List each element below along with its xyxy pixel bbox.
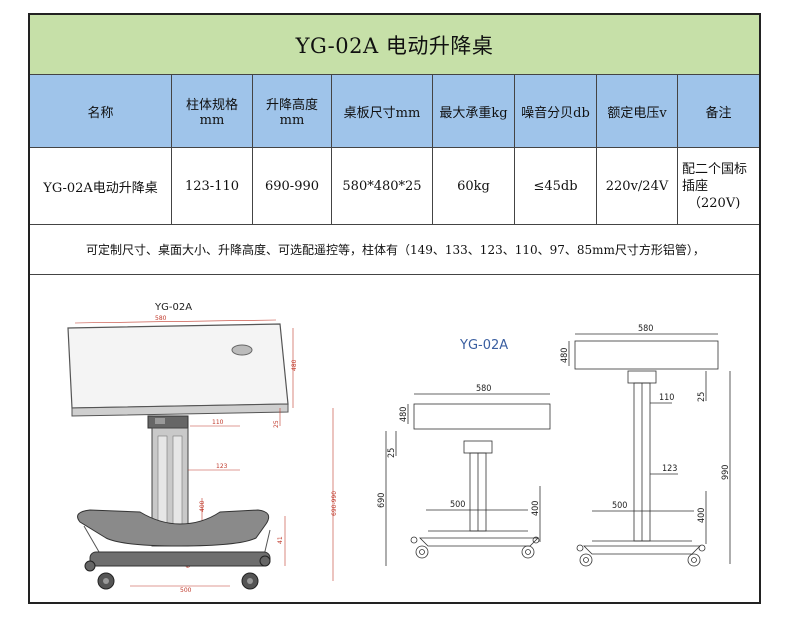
- svg-text:110: 110: [659, 393, 674, 403]
- front-view-high: 580 480 110 25 123 990 500 400: [560, 324, 731, 567]
- svg-text:480: 480: [291, 359, 298, 371]
- perspective-view: YG-02A 580 480 110: [67, 302, 338, 594]
- header-cell: 最大承重kg: [433, 75, 515, 147]
- svg-text:500: 500: [450, 500, 465, 510]
- perspective-label: YG-02A: [154, 302, 192, 313]
- cell-max-load: 60kg: [433, 148, 515, 224]
- remark-line: 插座: [682, 178, 709, 194]
- svg-text:25: 25: [273, 420, 280, 428]
- svg-text:480: 480: [560, 348, 570, 363]
- customization-note: 可定制尺寸、桌面大小、升降高度、可选配遥控等，柱体有（149、133、123、1…: [30, 225, 759, 275]
- header-cell: 柱体规格mm: [172, 75, 253, 147]
- svg-text:41: 41: [277, 536, 284, 544]
- remark-line: 配二个国标: [682, 161, 748, 177]
- table-row: YG-02A电动升降桌 123-110 690-990 580*480*25 6…: [30, 148, 759, 225]
- svg-text:690: 690: [377, 493, 387, 508]
- svg-text:580: 580: [155, 315, 167, 322]
- cell-column-spec: 123-110: [172, 148, 253, 224]
- spec-sheet: YG-02A 电动升降桌 名称 柱体规格mm 升降高度mm 桌板尺寸mm 最大承…: [28, 13, 761, 604]
- svg-text:400: 400: [697, 508, 707, 523]
- header-row: 名称 柱体规格mm 升降高度mm 桌板尺寸mm 最大承重kg 噪音分贝db 额定…: [30, 75, 759, 148]
- cell-lift-height: 690-990: [253, 148, 332, 224]
- drawings-svg: YG-02A 580 480 110: [67, 302, 731, 594]
- svg-text:123: 123: [662, 464, 677, 474]
- svg-text:400: 400: [531, 501, 541, 516]
- svg-text:990: 990: [721, 465, 731, 480]
- header-cell: 桌板尺寸mm: [332, 75, 433, 147]
- svg-text:580: 580: [476, 384, 491, 394]
- svg-text:500: 500: [612, 501, 627, 511]
- cell-name: YG-02A电动升降桌: [30, 148, 172, 224]
- svg-text:25: 25: [387, 448, 397, 458]
- cell-board-size: 580*480*25: [332, 148, 433, 224]
- header-cell: 额定电压v: [597, 75, 678, 147]
- svg-text:110: 110: [212, 419, 224, 426]
- svg-text:400: 400: [199, 500, 206, 512]
- svg-text:25: 25: [697, 392, 707, 402]
- header-cell: 备注: [705, 105, 732, 121]
- header-cell: 噪音分贝db: [515, 75, 597, 147]
- middle-label: YG-02A: [459, 338, 508, 353]
- svg-text:500: 500: [180, 587, 192, 594]
- cell-noise: ≤45db: [515, 148, 597, 224]
- svg-text:580: 580: [638, 324, 653, 334]
- product-drawings: YG-02A 580 480 110: [30, 276, 759, 602]
- svg-text:123: 123: [216, 463, 228, 470]
- header-cell: 升降高度mm: [253, 75, 332, 147]
- sheet-title: YG-02A 电动升降桌: [30, 15, 759, 75]
- svg-text:480: 480: [399, 407, 409, 422]
- front-view-low: YG-02A 580 480 25 690 500: [377, 338, 551, 566]
- cell-remark: 配二个国标 插座 （220V): [678, 148, 759, 224]
- remark-line: （220V): [688, 195, 741, 211]
- cell-voltage: 220v/24V: [597, 148, 678, 224]
- svg-text:690-990: 690-990: [331, 491, 338, 516]
- header-cell: 名称: [30, 75, 172, 147]
